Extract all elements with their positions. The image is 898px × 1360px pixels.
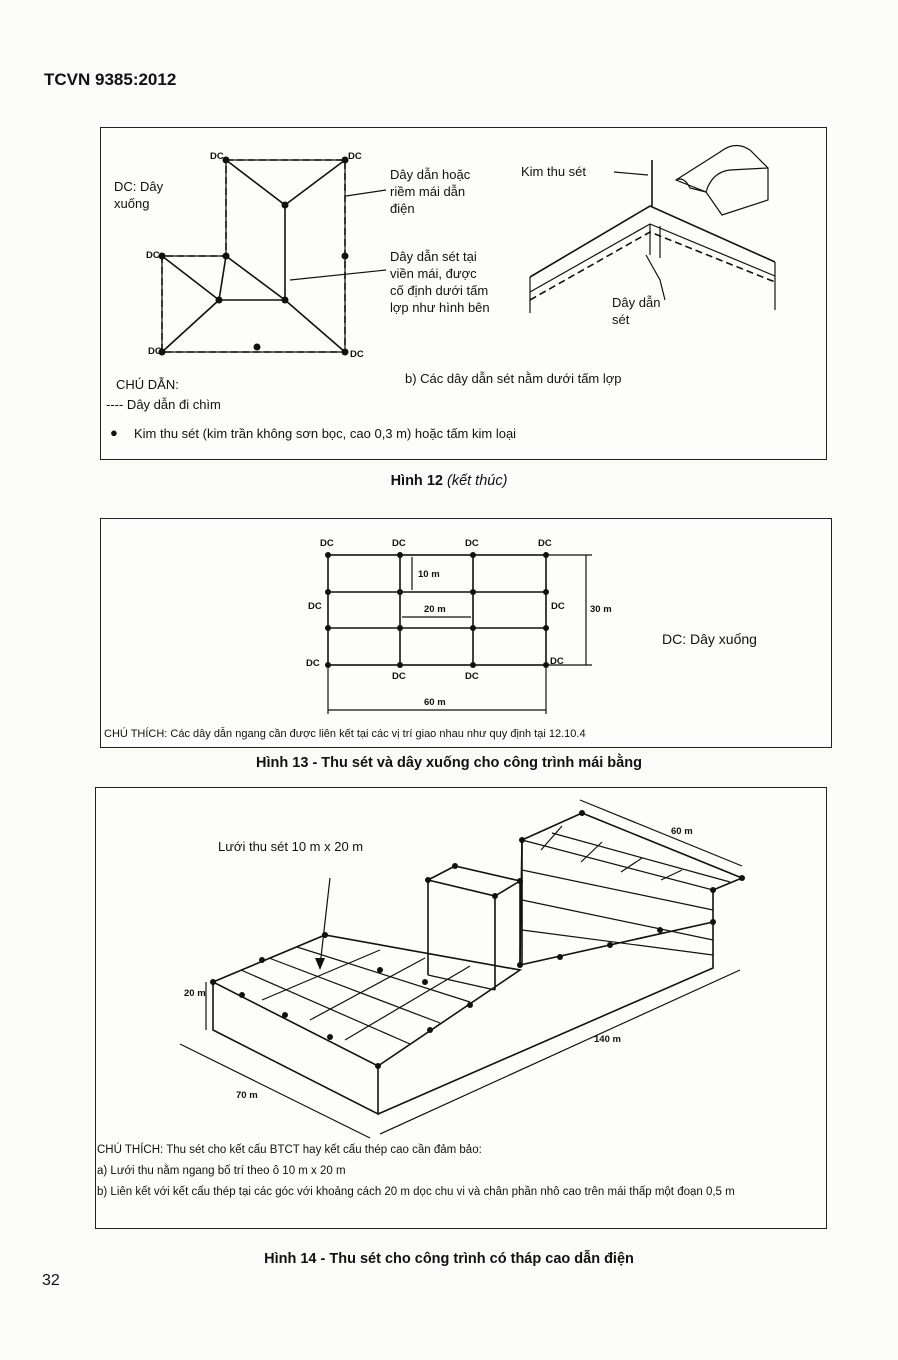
fig14-mesh-label: Lưới thu sét 10 m x 20 m xyxy=(218,839,364,854)
fig13-dim-60: 60 m xyxy=(424,697,446,708)
fig13-dc-label: DC xyxy=(308,601,322,612)
fig12-dc-label: DC xyxy=(148,346,162,357)
fig13-dim-20: 20 m xyxy=(424,604,446,615)
fig12-subcaption-b: b) Các dây dẫn sét nằm dưới tấm lợp xyxy=(405,371,622,386)
fig14-dim-60: 60 m xyxy=(671,826,693,837)
fig12-conductor-label: Dây dẫn sét xyxy=(612,295,661,327)
fig13-note: CHÚ THÍCH: Các dây dẫn ngang cần được li… xyxy=(104,728,586,740)
page-number: 32 xyxy=(42,1272,60,1289)
fig12-legend-dot-bullet: ● xyxy=(110,425,118,440)
fig13-dc-label: DC xyxy=(465,671,479,682)
fig12-callout-ridge: Dây dẫn hoặc riềm mái dẫn điện xyxy=(390,167,471,216)
fig14-note-b: b) Liên kết với kết cấu thép tại các góc… xyxy=(97,1186,735,1198)
fig14-dim-70: 70 m xyxy=(236,1090,258,1101)
fig13-dc-label: DC xyxy=(465,538,479,549)
fig13-dc-legend: DC: Dây xuống xyxy=(662,631,757,647)
fig12-legend-title: CHÚ DẪN: xyxy=(116,377,179,392)
fig13-dim-30: 30 m xyxy=(590,604,612,615)
fig14-note-a: a) Lưới thu nằm ngang bố trí theo ô 10 m… xyxy=(97,1165,346,1177)
fig12-dc-label: DC xyxy=(210,151,224,162)
fig12-legend-dot: Kim thu sét (kim trần không sơn bọc, cao… xyxy=(134,426,517,441)
fig12-dc-label: DC xyxy=(350,349,364,360)
fig12-dc-label: DC xyxy=(146,250,160,261)
figure-13-caption: Hình 13 - Thu sét và dây xuống cho công … xyxy=(256,755,642,771)
figure-14-frame xyxy=(95,787,827,1229)
fig12-dc-label: DC xyxy=(348,151,362,162)
figure-12-frame xyxy=(100,127,827,460)
fig13-dim-10: 10 m xyxy=(418,569,440,580)
figure-12-caption: Hình 12 (kết thúc) xyxy=(390,473,508,489)
standard-code: TCVN 9385:2012 xyxy=(44,70,177,89)
fig13-dc-label: DC xyxy=(392,538,406,549)
fig12-callout-eave: Dây dẫn sét tại viền mái, được cố định d… xyxy=(390,249,490,315)
fig14-dim-20: 20 m xyxy=(184,988,206,999)
fig13-dc-label: DC xyxy=(551,601,565,612)
fig13-dc-label: DC xyxy=(550,656,564,667)
fig13-dc-label: DC xyxy=(538,538,552,549)
fig12-legend-dash: ---- Dây dẫn đi chìm xyxy=(106,397,221,412)
fig12-rod-label: Kim thu sét xyxy=(521,164,587,179)
fig14-dim-140: 140 m xyxy=(594,1034,621,1045)
fig12-dc-legend: DC: Dây xuống xyxy=(114,179,164,211)
figure-14-caption: Hình 14 - Thu sét cho công trình có tháp… xyxy=(264,1251,634,1267)
fig13-dc-label: DC xyxy=(320,538,334,549)
fig13-dc-label: DC xyxy=(306,658,320,669)
fig14-note-title: CHÚ THÍCH: Thu sét cho kết cấu BTCT hay … xyxy=(97,1144,482,1156)
fig13-dc-label: DC xyxy=(392,671,406,682)
